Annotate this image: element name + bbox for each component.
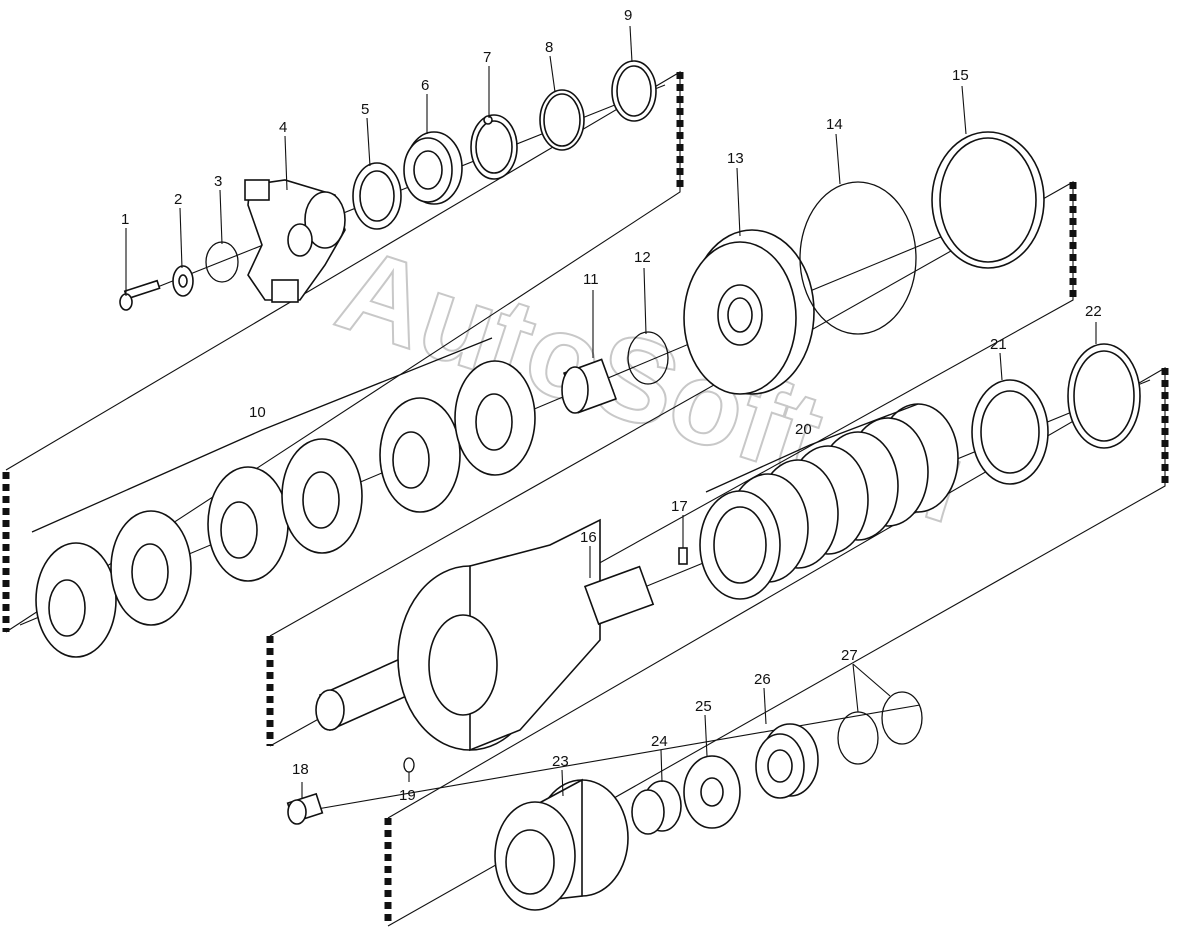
part-15-seal-ring (931, 131, 1045, 269)
callout-13: 13 (727, 150, 744, 167)
callout-19: 19 (399, 787, 416, 804)
part-10-washer-set (35, 360, 536, 658)
callout-4: 4 (279, 119, 287, 136)
part-2-washer (172, 265, 194, 297)
callout-26: 26 (754, 671, 771, 688)
part-11-bushing (561, 358, 618, 414)
callout-5: 5 (361, 101, 369, 118)
part-12-o-ring (627, 331, 669, 385)
callout-25: 25 (695, 698, 712, 715)
callout-6: 6 (421, 77, 429, 94)
callout-7: 7 (483, 49, 491, 66)
callout-12: 12 (634, 249, 651, 266)
callout-21: 21 (990, 336, 1007, 353)
callout-18: 18 (292, 761, 309, 778)
callout-24: 24 (651, 733, 668, 750)
group-frame-middle (266, 181, 1077, 747)
part-22-snap-ring (1067, 343, 1141, 449)
part-1-bolt (119, 279, 161, 311)
callout-23: 23 (552, 753, 569, 770)
part-8-ring (539, 89, 585, 151)
group-frame-top (2, 71, 684, 633)
part-10-bracket (31, 337, 493, 533)
callout-1: 1 (121, 211, 129, 228)
part-14-seal-ring (799, 181, 917, 335)
part-21-pressure-plate (971, 379, 1049, 485)
callout-2: 2 (174, 191, 182, 208)
callouts: 1 2 3 4 5 6 7 8 9 10 11 12 13 14 15 16 1… (121, 7, 1102, 804)
part-27-shims (837, 691, 923, 765)
part-20-clutch-disc-pack (699, 403, 959, 600)
part-19-small-o-ring (403, 757, 415, 773)
callout-9: 9 (624, 7, 632, 24)
part-5-seal (352, 162, 402, 230)
part-26-bearing (755, 723, 819, 799)
part-23-gear (494, 778, 629, 911)
part-17-pin (678, 547, 688, 565)
part-25-thrust-washer (683, 755, 741, 829)
part-20-bracket (705, 403, 919, 493)
callout-15: 15 (952, 67, 969, 84)
part-13-piston (683, 229, 815, 395)
callout-16: 16 (580, 529, 597, 546)
axis-line-row4 (299, 704, 921, 813)
callout-27: 27 (841, 647, 858, 664)
callout-11: 11 (583, 271, 599, 288)
part-7-snap-ring (470, 114, 518, 180)
callout-3: 3 (214, 173, 222, 190)
callout-8: 8 (545, 39, 553, 56)
part-4-yoke-flange (244, 179, 346, 303)
part-16-clutch-hub-shaft (315, 518, 655, 752)
callout-14: 14 (826, 116, 843, 133)
callout-22: 22 (1085, 303, 1102, 320)
leader-lines (125, 25, 1097, 798)
part-18-plug (286, 792, 324, 825)
callout-20: 20 (795, 421, 812, 438)
part-24-needle-bearing (631, 780, 682, 835)
part-6-bearing (403, 131, 463, 205)
part-9-ring (611, 60, 657, 122)
callout-17: 17 (671, 498, 688, 515)
group-frame-bottom (384, 367, 1169, 927)
part-3-o-ring (205, 241, 239, 283)
callout-10: 10 (249, 404, 266, 421)
